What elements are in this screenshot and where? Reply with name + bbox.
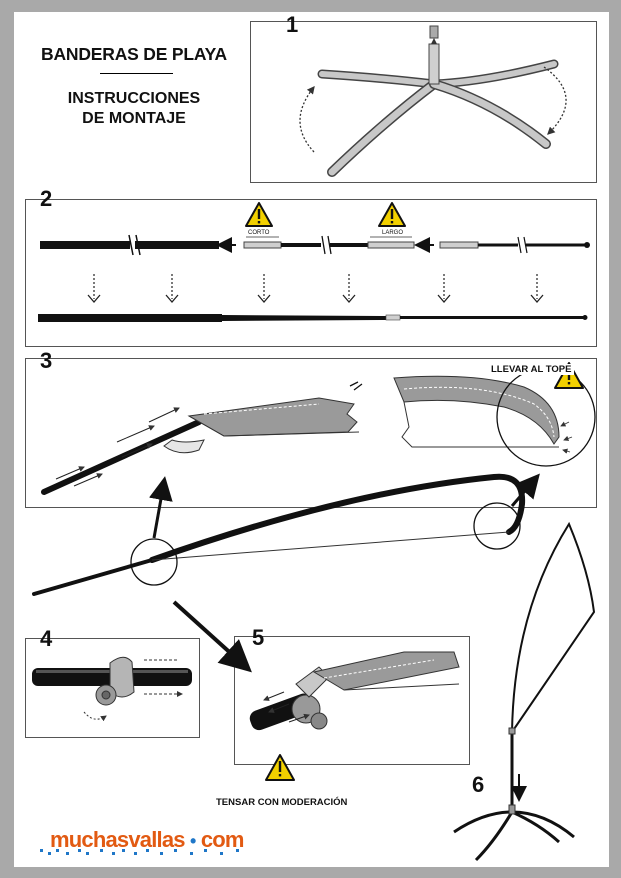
assembled-flag-drawing	[453, 521, 596, 862]
instruction-sheet: BANDERAS DE PLAYA INSTRUCCIONES DE MONTA…	[14, 12, 609, 867]
warning-icon	[265, 754, 295, 781]
tension-drawing	[249, 651, 460, 731]
step-1-panel	[250, 21, 597, 183]
cross-base-drawing	[299, 25, 567, 177]
logo-separator: •	[190, 831, 196, 851]
sleeve-insertion-drawing	[41, 367, 596, 495]
push-to-end-note: LLEVAR AL TOPE	[488, 364, 575, 375]
page-subtitle-line-1: INSTRUCCIONES	[67, 90, 201, 107]
logo-pixel-pattern	[40, 849, 239, 855]
step-3-number: 3	[40, 348, 53, 373]
page-subtitle-line-2: DE MONTAJE	[82, 110, 186, 127]
step-2-panel	[25, 199, 597, 347]
flag-overview-drawing	[32, 473, 540, 673]
title-divider	[100, 73, 173, 74]
step-6-number: 6	[472, 772, 485, 797]
logo-tld: com	[200, 827, 245, 852]
step-2-number: 2	[40, 186, 53, 211]
step-1-number: 1	[286, 12, 299, 37]
warning-icon	[245, 202, 273, 227]
logo-name: muchasvallas	[50, 827, 186, 852]
clip-attach-drawing	[32, 656, 192, 722]
assembly-illustration	[32, 25, 596, 862]
warning-icon	[378, 202, 406, 227]
pole-assembly-drawing	[38, 234, 590, 322]
step-4-number: 4	[40, 626, 53, 651]
short-section-label: CORTO	[248, 230, 270, 236]
step-5-number: 5	[252, 625, 265, 650]
page-title: BANDERAS DE PLAYA	[41, 44, 227, 64]
brand-logo: muchasvallas • com	[50, 827, 245, 853]
long-section-label: LARGO	[382, 230, 404, 236]
tension-note: TENSAR CON MODERACIÓN	[216, 797, 348, 808]
